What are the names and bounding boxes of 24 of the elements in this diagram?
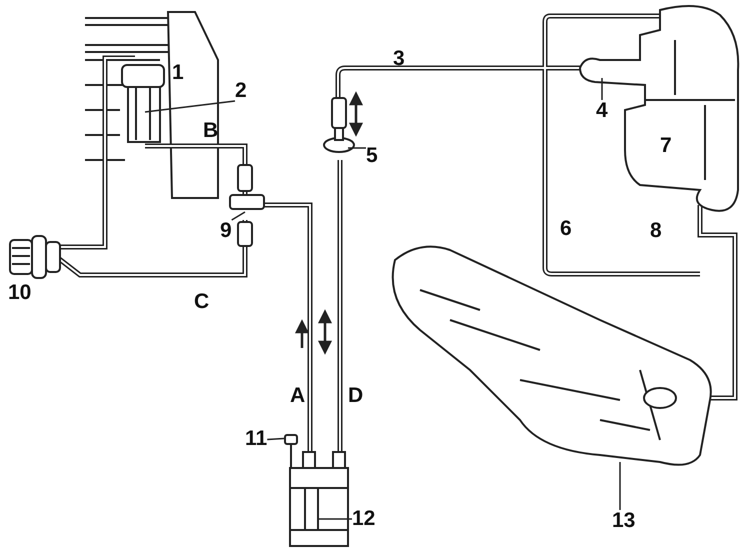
callout-number: 7 — [660, 135, 672, 156]
callout-number: 3 — [393, 48, 405, 69]
callout-number: 5 — [366, 145, 378, 166]
leader-line — [267, 438, 284, 440]
leader-line — [318, 518, 352, 520]
leader-line — [144, 100, 236, 113]
callout-number: 8 — [650, 220, 662, 241]
callout-number: 1 — [172, 62, 184, 83]
callout-number: 13 — [612, 510, 636, 531]
callout-number: 10 — [8, 282, 32, 303]
leader-line — [231, 211, 246, 221]
callout-number: A — [290, 385, 306, 406]
callout-number: 11 — [245, 428, 268, 449]
callout-number: C — [194, 291, 210, 312]
callout-number: 9 — [220, 220, 232, 241]
callout-number: 2 — [235, 80, 247, 101]
leader-line — [619, 462, 621, 510]
callout-number: 4 — [596, 100, 608, 121]
callout-number: D — [348, 385, 364, 406]
callout-number: 12 — [352, 508, 376, 529]
filler-cap — [284, 434, 298, 445]
leader-line — [348, 147, 366, 149]
callout-number: 6 — [560, 218, 572, 239]
leader-line — [601, 78, 603, 100]
